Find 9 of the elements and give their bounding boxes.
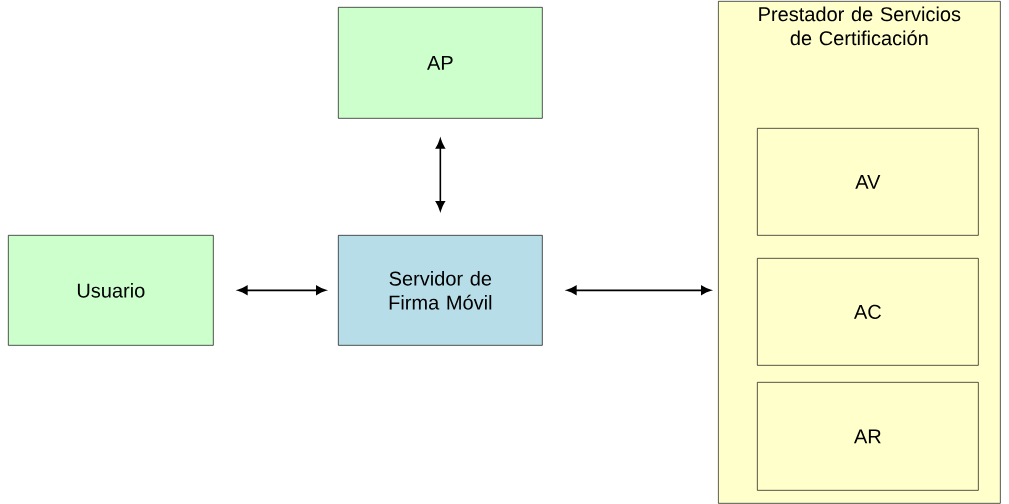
process-box: AC — [757, 258, 979, 366]
process-box: Servidor de Firma Móvil — [338, 235, 543, 346]
process-box: AV — [757, 128, 979, 236]
arrow — [566, 285, 711, 295]
process-box: AP — [338, 7, 543, 119]
process-box: AR — [757, 382, 979, 491]
arrow — [237, 285, 326, 295]
arrow — [435, 138, 445, 211]
process-box: Usuario — [8, 235, 214, 346]
